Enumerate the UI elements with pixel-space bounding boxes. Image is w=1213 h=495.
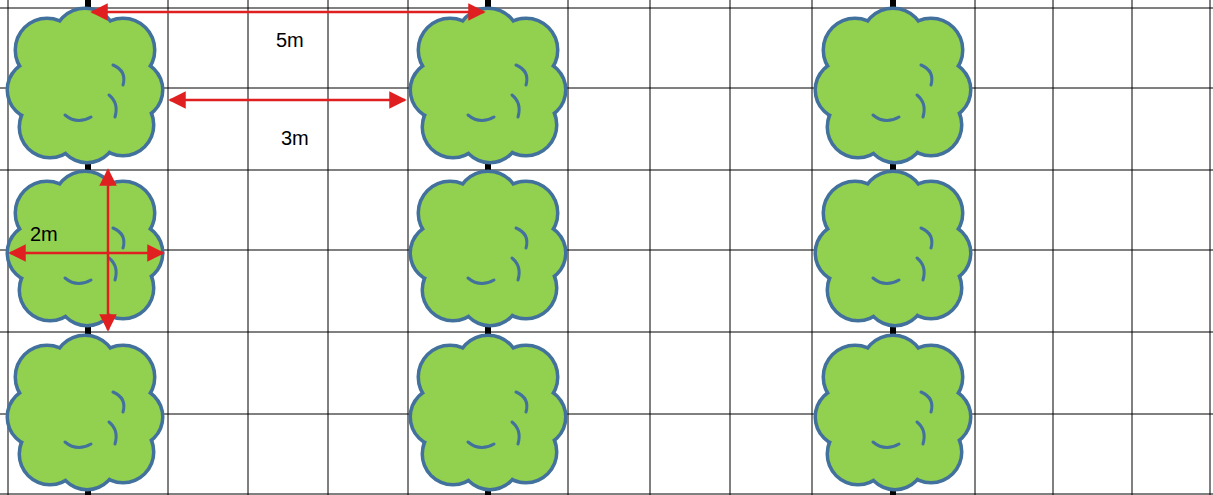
grid-line <box>0 8 1213 9</box>
tree <box>412 337 564 488</box>
grid-line <box>328 0 329 495</box>
grid-line <box>408 0 409 495</box>
tree <box>9 337 161 488</box>
grid-line <box>0 170 1213 171</box>
grid-line <box>730 0 731 495</box>
dimension-label: 3m <box>281 126 309 150</box>
grid-line <box>975 0 976 495</box>
grid-line <box>1210 0 1211 495</box>
grid-line <box>248 0 249 495</box>
dimension-arrows <box>10 12 484 330</box>
tree-row-line <box>88 0 893 495</box>
tree <box>412 173 564 324</box>
grid-line <box>650 0 651 495</box>
grid-line <box>1132 0 1133 495</box>
grid-line <box>0 88 1213 89</box>
tree <box>817 173 969 324</box>
dimension-label: 2m <box>30 222 58 246</box>
grid-line <box>568 0 569 495</box>
trees <box>9 10 969 488</box>
grid-line <box>0 494 1213 495</box>
tree <box>9 10 161 161</box>
tree <box>817 10 969 161</box>
grid-line <box>1053 0 1054 495</box>
grid-line <box>168 0 169 495</box>
tree <box>817 337 969 488</box>
grid-line <box>0 332 1213 333</box>
tree <box>412 10 564 161</box>
tree <box>9 173 161 324</box>
grid-line <box>0 414 1213 415</box>
dimension-label: 5m <box>276 28 304 52</box>
grid-line <box>812 0 813 495</box>
grid-line <box>0 250 1213 251</box>
